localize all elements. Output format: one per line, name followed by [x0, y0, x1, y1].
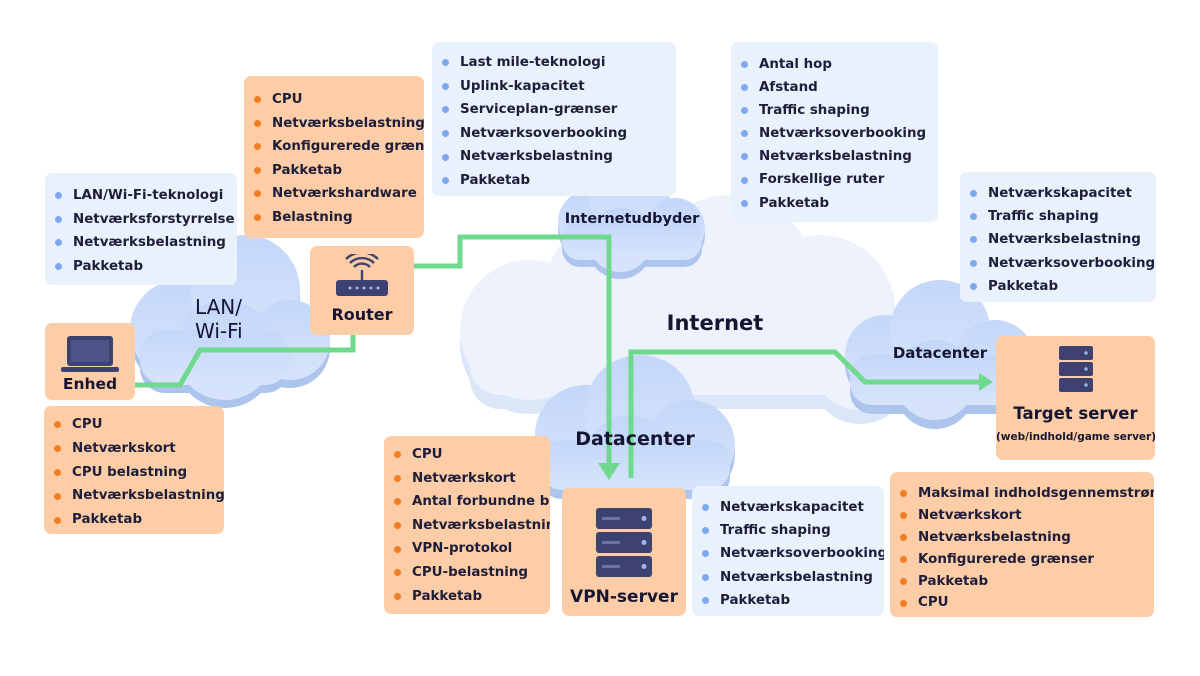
property-item: Pakketab	[244, 159, 424, 183]
link-enhed-router	[135, 335, 356, 388]
target-server-property-list: Maksimal indholdsgennemstrømningNetværks…	[890, 483, 1154, 614]
property-item: Belastning	[244, 206, 424, 230]
property-item: Konfigurerede grænser	[890, 549, 1154, 571]
property-item: Netværksbelastning	[960, 228, 1156, 251]
laptop-icon	[61, 336, 119, 372]
property-item: Maksimal indholdsgennemstrømning	[890, 483, 1154, 505]
enhed-label: Enhed	[62, 375, 118, 393]
property-item: Pakketab	[44, 508, 224, 532]
property-item: Netværkskapacitet	[960, 182, 1156, 205]
property-item: Netværksforstyrrelse	[45, 208, 237, 232]
property-item: Last mile-teknologi	[432, 51, 676, 75]
datacenter-vpn-label: Datacenter	[575, 428, 695, 450]
property-item: Netværksbelastning	[384, 514, 550, 538]
property-item: Netværksbelastning	[692, 566, 884, 589]
property-item: Pakketab	[960, 275, 1156, 298]
property-item: Netværksoverbooking	[432, 122, 676, 146]
router-icon	[336, 254, 388, 296]
property-item: Netværkshardware	[244, 182, 424, 206]
property-item: Pakketab	[384, 585, 550, 609]
connection-lines	[135, 234, 982, 478]
property-item: Netværkskort	[890, 505, 1154, 527]
property-item: LAN/Wi-Fi-teknologi	[45, 184, 237, 208]
property-item: CPU	[384, 443, 550, 467]
property-item: Netværksoverbooking	[960, 252, 1156, 275]
target-server-properties: Maksimal indholdsgennemstrømningNetværks…	[890, 472, 1154, 617]
property-item: Netværksbelastning	[44, 484, 224, 508]
datacenter-target-label: Datacenter	[892, 344, 988, 362]
property-item: Netværksbelastning	[45, 231, 237, 255]
property-item: Afstand	[731, 76, 938, 99]
internet-label: Internet	[666, 311, 764, 335]
property-item: CPU belastning	[44, 461, 224, 485]
property-item: Traffic shaping	[960, 205, 1156, 228]
property-item: Traffic shaping	[692, 519, 884, 542]
arrow-to-target-server	[979, 373, 993, 391]
property-item: Pakketab	[890, 571, 1154, 593]
server-icon	[596, 508, 652, 577]
property-item: Pakketab	[692, 589, 884, 612]
property-item: CPU-belastning	[384, 561, 550, 585]
property-item: Netværksbelastning	[432, 145, 676, 169]
property-item: Netværksbelastning	[731, 145, 938, 168]
property-item: Netværksbelastning	[890, 527, 1154, 549]
property-item: CPU	[44, 413, 224, 437]
property-item: Traffic shaping	[731, 99, 938, 122]
enhed-node: Enhed	[45, 323, 135, 400]
property-item: CPU	[244, 88, 424, 112]
property-item: Uplink-kapacitet	[432, 75, 676, 99]
property-item: VPN-protokol	[384, 537, 550, 561]
property-item: Serviceplan-grænser	[432, 98, 676, 122]
lan-wifi-label: LAN/ Wi-Fi	[195, 295, 243, 343]
router-label: Router	[331, 305, 393, 324]
isp-label: Internetudbyder	[564, 211, 700, 227]
property-item: Netværkskort	[44, 437, 224, 461]
target-server-sublabel: (web/indhold/game server)	[996, 431, 1157, 443]
property-item: Netværksoverbooking	[731, 122, 938, 145]
target-server-node: Target server (web/indhold/game server)	[996, 336, 1157, 460]
property-item: Forskellige ruter	[731, 168, 938, 191]
router-node: Router	[310, 246, 414, 335]
property-item: Pakketab	[432, 169, 676, 193]
target-server-label: Target server	[1013, 404, 1138, 423]
property-item: Netværksoverbooking	[692, 542, 884, 565]
property-item: Pakketab	[731, 192, 938, 215]
property-item: Pakketab	[45, 255, 237, 279]
property-item: Antal hop	[731, 53, 938, 76]
property-item: Antal forbundne brugere	[384, 490, 550, 514]
vpn-server-label: VPN-server	[570, 587, 678, 607]
property-item: Konfigurerede grænser	[244, 135, 424, 159]
link-router-isp	[413, 234, 612, 465]
property-item: CPU	[890, 592, 1154, 614]
vpn-server-node: VPN-server	[562, 488, 686, 616]
property-item: Netværkskapacitet	[692, 496, 884, 519]
property-item: Netværkskort	[384, 467, 550, 491]
link-vpn-target	[628, 349, 982, 478]
arrow-to-vpn-server	[598, 463, 620, 480]
server-icon	[1059, 346, 1093, 392]
property-item: Netværksbelastning	[244, 112, 424, 136]
